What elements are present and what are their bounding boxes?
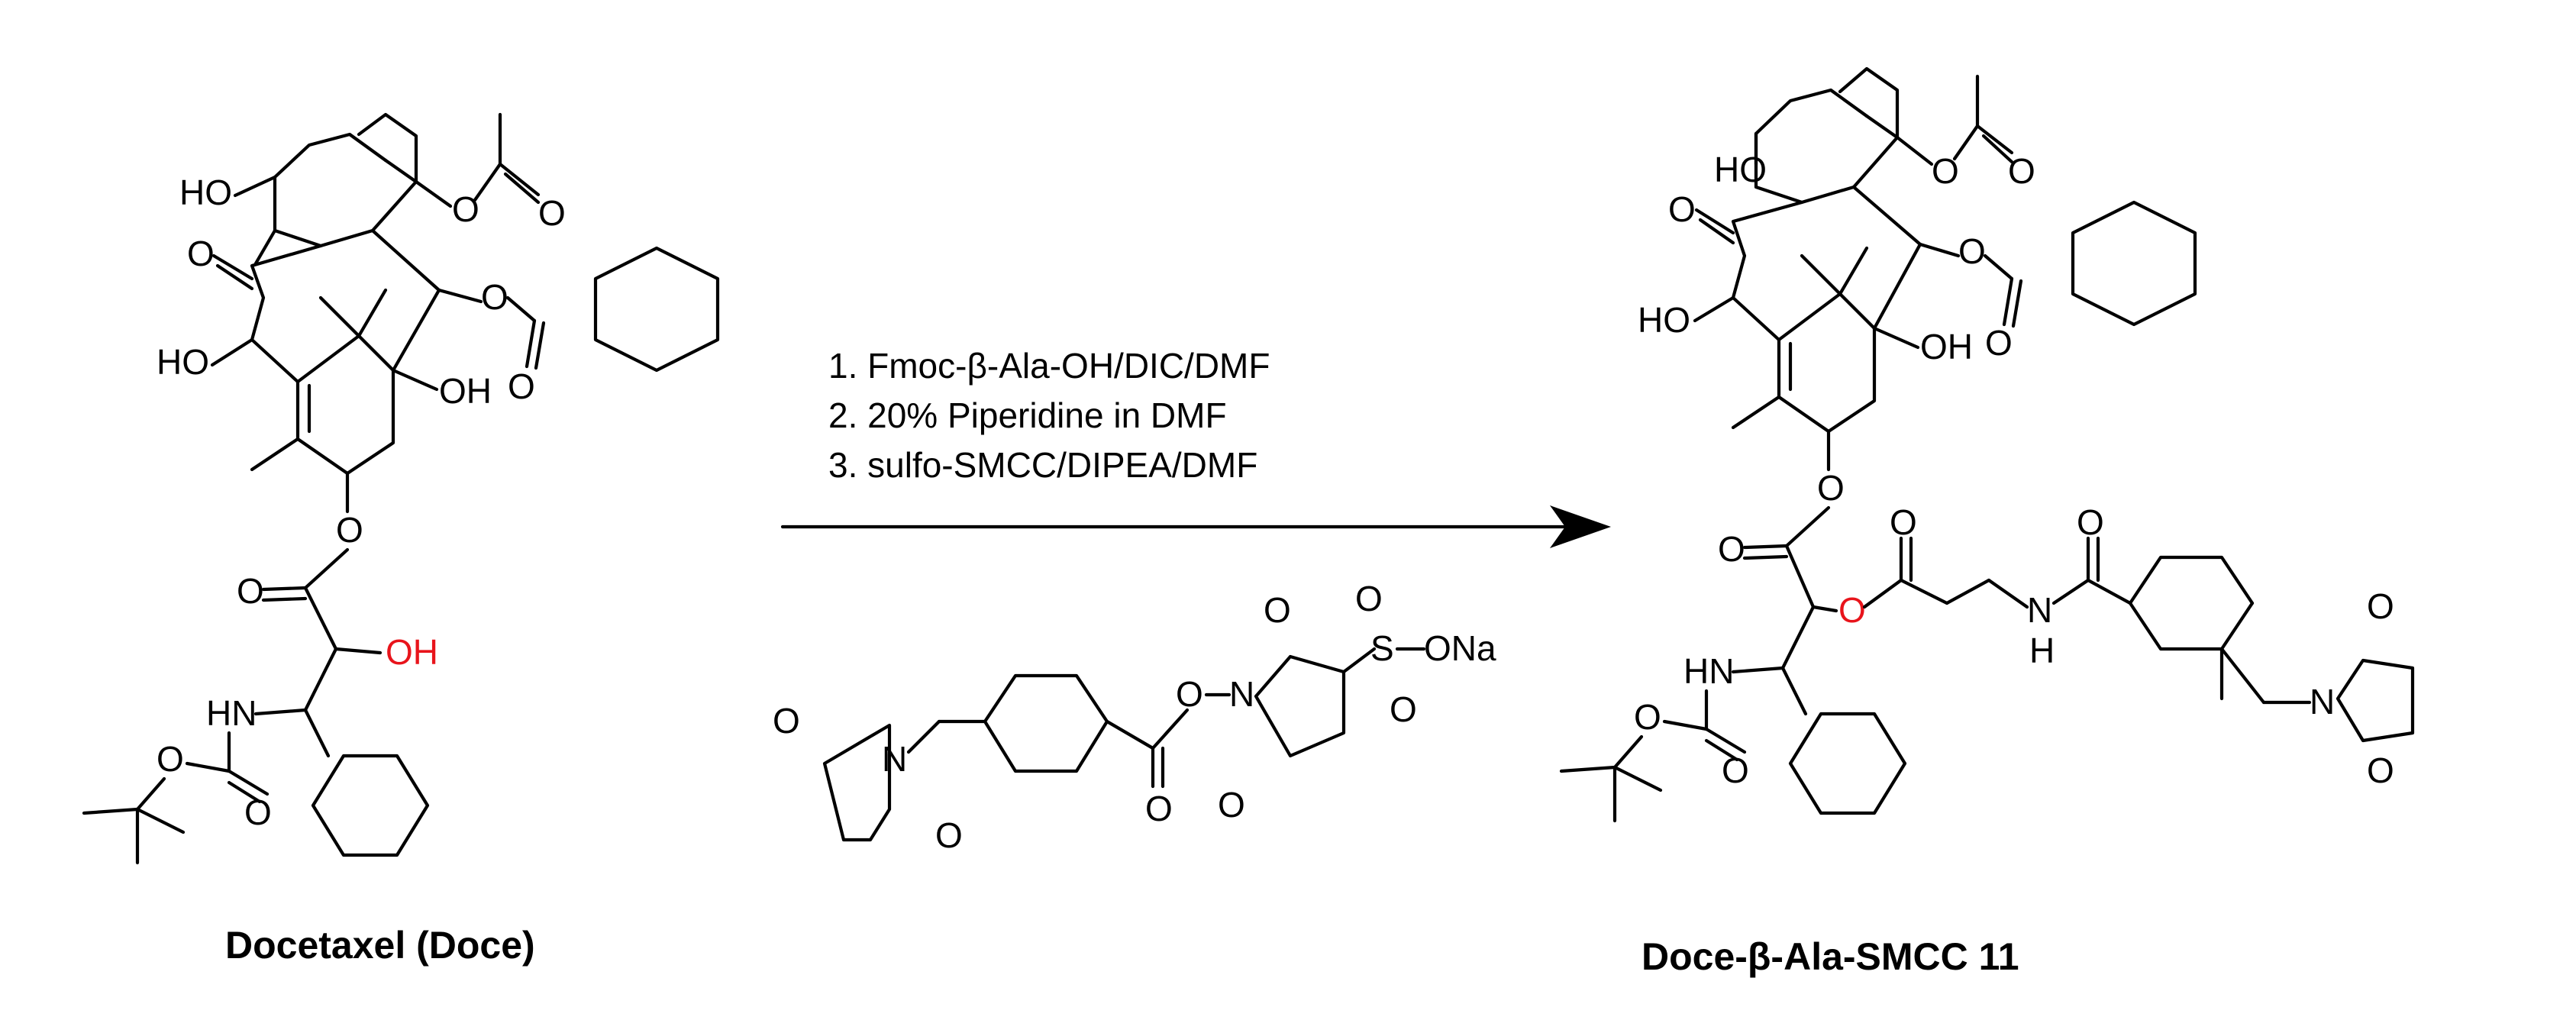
- amide-nh-label: HN: [206, 693, 257, 733]
- linker-ester-oxygen-label: O: [1838, 590, 1866, 630]
- maleimide-oxygen-label: O: [935, 815, 963, 855]
- succinimide-oxygen-label: O: [1218, 785, 1245, 825]
- amide-n-label: N: [2027, 590, 2052, 630]
- ester-carbonyl-label: O: [237, 571, 264, 611]
- reaction-arrow-head: [1550, 505, 1611, 548]
- ketone-oxygen-label: O: [187, 234, 215, 273]
- hydroxyl-label: HO: [1714, 150, 1767, 189]
- sulfonate-oxygen-label: O: [1355, 579, 1383, 618]
- sulfo-smcc-structure: O O N O O N O O S O O ONa: [773, 579, 1496, 855]
- amide-h-label: H: [2029, 631, 2055, 670]
- benzoate-oxygen-label: O: [1958, 231, 1986, 271]
- acetate-carbonyl-label: O: [2008, 151, 2035, 191]
- sulfonate-s-label: S: [1370, 628, 1394, 668]
- maleimide-oxygen-label: O: [2367, 750, 2394, 790]
- benzoate-carbonyl-label: O: [508, 366, 535, 406]
- hydroxyl-highlight-label: OH: [386, 632, 438, 672]
- hydroxyl-label: OH: [439, 371, 492, 411]
- hydroxyl-label: HO: [1638, 300, 1690, 340]
- reaction-conditions: 1. Fmoc-β-Ala-OH/DIC/DMF 2. 20% Piperidi…: [780, 346, 1611, 548]
- sodium-sulfonate-label: ONa: [1424, 628, 1496, 668]
- acetate-oxygen-label: O: [452, 189, 479, 229]
- hydroxyl-label: HO: [157, 342, 209, 382]
- sulfonate-oxygen-label: O: [1390, 689, 1417, 729]
- amide-carbonyl-label: O: [2077, 502, 2104, 542]
- ester-oxygen-label: O: [336, 510, 363, 550]
- benzoate-carbonyl-label: O: [1985, 323, 2013, 363]
- maleimide-n-label: N: [882, 739, 907, 779]
- reaction-step-1: 1. Fmoc-β-Ala-OH/DIC/DMF: [828, 346, 1270, 386]
- maleimide-n-label: N: [2310, 682, 2335, 721]
- carbamate-oxygen-label: O: [157, 739, 184, 779]
- ester-carbonyl-label: O: [1145, 789, 1173, 828]
- maleimide-oxygen-label: O: [2367, 586, 2394, 626]
- hydroxyl-label: HO: [179, 173, 232, 212]
- ester-carbonyl-label: O: [1718, 529, 1745, 569]
- benzoate-oxygen-label: O: [481, 277, 508, 317]
- succinimide-n-label: N: [1229, 674, 1254, 714]
- docetaxel-structure: HO O O O HO O O OH: [82, 112, 720, 967]
- maleimide-oxygen-label: O: [773, 701, 800, 741]
- product-caption: Doce-β-Ala-SMCC 11: [1641, 935, 2019, 978]
- reaction-step-3: 3. sulfo-SMCC/DIPEA/DMF: [828, 445, 1257, 485]
- amide-nh-label: HN: [1683, 651, 1734, 691]
- succinimide-oxygen-label: O: [1264, 590, 1291, 630]
- product-structure: HO O O O HO O O OH O O: [1559, 66, 2415, 978]
- reaction-step-2: 2. 20% Piperidine in DMF: [828, 395, 1227, 435]
- ester-oxygen-label: O: [1176, 674, 1203, 714]
- linker-carbonyl-label: O: [1890, 502, 1917, 542]
- hydroxyl-label: OH: [1920, 327, 1973, 366]
- carbamate-carbonyl-label: O: [1722, 750, 1749, 790]
- carbamate-carbonyl-label: O: [244, 792, 272, 832]
- carbamate-oxygen-label: O: [1634, 697, 1661, 737]
- ester-oxygen-label: O: [1817, 468, 1845, 508]
- docetaxel-caption: Docetaxel (Doce): [225, 924, 535, 967]
- ketone-oxygen-label: O: [1668, 189, 1696, 229]
- acetate-carbonyl-label: O: [538, 193, 566, 233]
